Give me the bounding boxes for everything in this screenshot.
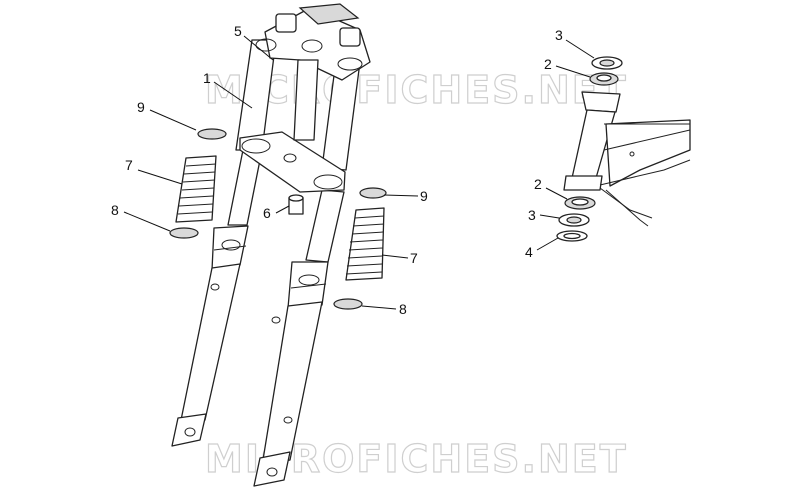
lower-triple-clamp bbox=[239, 131, 346, 193]
bottom-bearing-part-2 bbox=[564, 196, 596, 210]
bushing-part-6 bbox=[288, 194, 304, 215]
callout-7-right: 7 bbox=[410, 250, 418, 266]
steering-stem bbox=[293, 59, 319, 141]
callout-1: 1 bbox=[203, 70, 211, 86]
fork-assembly bbox=[171, 3, 371, 487]
leader-lines bbox=[123, 35, 595, 310]
left-clamp-ring-part-8 bbox=[169, 227, 199, 239]
frame-head-tube bbox=[563, 91, 691, 227]
right-fork-leg bbox=[253, 59, 361, 487]
right-dust-boot-part-7 bbox=[345, 207, 385, 281]
callout-3-bottom: 3 bbox=[528, 207, 536, 223]
callout-3-top: 3 bbox=[555, 27, 563, 43]
callout-8-left: 8 bbox=[111, 202, 119, 218]
callout-9-left: 9 bbox=[137, 99, 145, 115]
right-clamp-ring-part-9 bbox=[359, 187, 387, 199]
left-clamp-ring-part-9 bbox=[197, 128, 227, 140]
watermark-top: MICROFICHES.NET bbox=[205, 68, 628, 112]
callout-2-top: 2 bbox=[544, 56, 552, 72]
upper-triple-clamp bbox=[255, 3, 371, 81]
callout-8-right: 8 bbox=[399, 301, 407, 317]
callout-4: 4 bbox=[525, 244, 533, 260]
callout-2-bottom: 2 bbox=[534, 176, 542, 192]
left-dust-boot-part-7 bbox=[175, 155, 217, 223]
top-bearing-part-2 bbox=[589, 72, 619, 86]
right-clamp-ring-part-8 bbox=[333, 298, 363, 310]
left-fork-leg bbox=[171, 39, 277, 447]
dust-washer-part-4 bbox=[556, 230, 588, 242]
callout-5: 5 bbox=[234, 23, 242, 39]
bottom-seal-ring-part-3 bbox=[558, 213, 590, 227]
callout-9-right: 9 bbox=[420, 188, 428, 204]
top-seal-ring-part-3 bbox=[591, 56, 623, 70]
callout-6: 6 bbox=[263, 205, 271, 221]
callout-7-left: 7 bbox=[125, 157, 133, 173]
